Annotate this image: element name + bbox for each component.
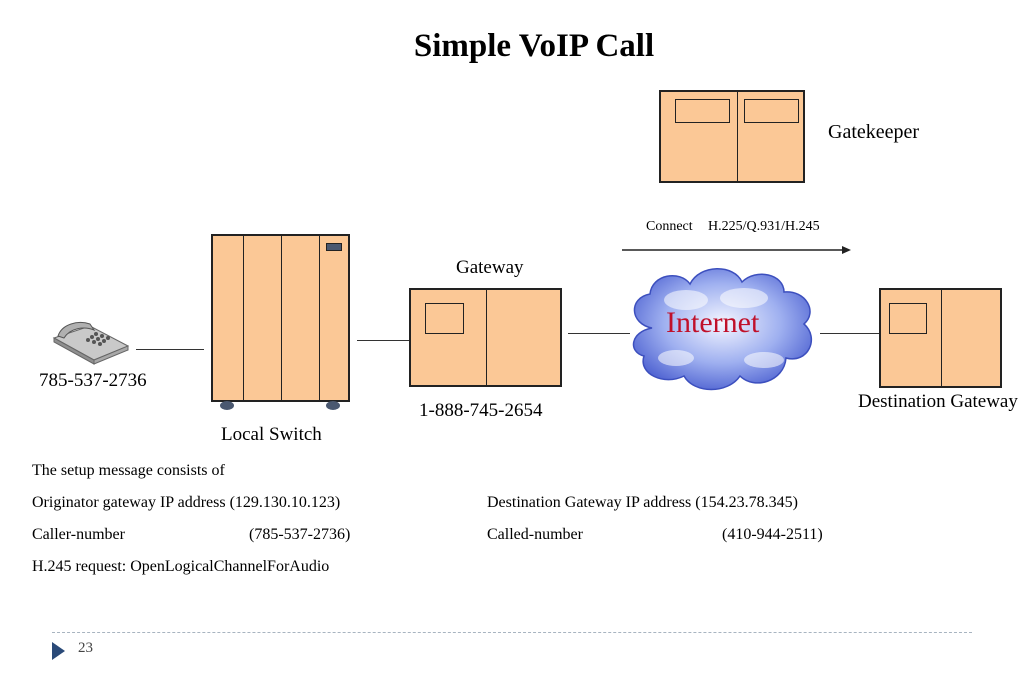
caller-number-label: Caller-number: [32, 526, 125, 543]
gateway-number: 1-888-745-2654: [419, 400, 543, 421]
telephone-icon: [52, 322, 130, 365]
called-number-value: (410-944-2511): [722, 526, 823, 543]
internet-label: Internet: [666, 306, 760, 339]
protocol-label: H.225/Q.931/H.245: [708, 219, 820, 234]
page-number: 23: [78, 640, 93, 656]
switch-indicator: [326, 243, 342, 251]
gatekeeper-device: [659, 90, 805, 183]
local-switch-label: Local Switch: [221, 424, 322, 445]
phone-number: 785-537-2736: [39, 370, 147, 391]
connect-arrow: [622, 246, 851, 254]
originator-ip: Originator gateway IP address (129.130.1…: [32, 494, 341, 511]
connect-label: Connect: [646, 219, 693, 234]
gatekeeper-label: Gatekeeper: [828, 121, 920, 143]
switch-wheel-right: [326, 401, 340, 410]
caller-number-value: (785-537-2736): [249, 526, 351, 543]
local-switch-device: [211, 234, 350, 402]
link-switch-gateway: [357, 340, 409, 341]
link-internet-destination: [820, 333, 879, 334]
link-phone-switch: [136, 349, 204, 350]
footer-arrow-icon: [52, 642, 65, 660]
destination-gateway-device: [879, 288, 1002, 388]
switch-wheel-left: [220, 401, 234, 410]
destination-ip: Destination Gateway IP address (154.23.7…: [487, 494, 798, 511]
called-number-label: Called-number: [487, 526, 583, 543]
h245-request: H.245 request: OpenLogicalChannelForAudi…: [32, 558, 330, 575]
setup-intro: The setup message consists of: [32, 462, 225, 479]
gateway-label: Gateway: [456, 257, 524, 278]
link-gateway-internet: [568, 333, 630, 334]
footer-divider: [52, 632, 972, 633]
slide-title: Simple VoIP Call: [413, 28, 655, 64]
internet-cloud: [632, 268, 813, 391]
destination-gateway-label: Destination Gateway: [858, 391, 1018, 412]
gateway-device: [409, 288, 562, 387]
